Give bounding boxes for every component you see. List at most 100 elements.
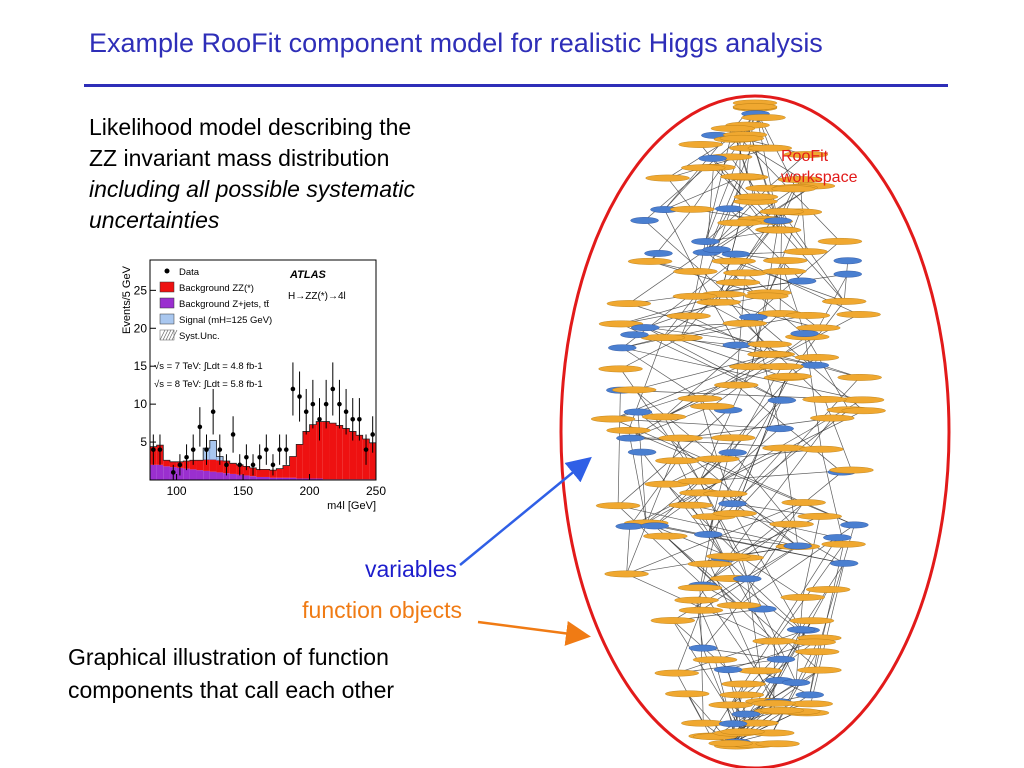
graph-edge [699, 481, 763, 610]
function-node [670, 205, 715, 213]
variable-node [713, 666, 743, 674]
function-node [836, 311, 881, 318]
function-node [732, 103, 778, 111]
function-node [747, 340, 792, 348]
graph-edge [804, 333, 822, 450]
function-node [706, 552, 751, 560]
graph-edge [734, 513, 802, 630]
function-node [666, 312, 711, 320]
variable-node [608, 344, 637, 352]
variable-node [640, 522, 669, 530]
graph-edge [784, 447, 799, 547]
graph-edge [680, 417, 833, 439]
graph-edge [654, 525, 845, 564]
function-node [674, 596, 719, 604]
function-node [763, 257, 808, 264]
function-node [715, 279, 761, 286]
graph-edge [747, 502, 804, 580]
variable-node [718, 720, 748, 728]
function-node [677, 477, 722, 485]
graph-edge [688, 315, 770, 355]
variable-node [694, 531, 723, 538]
function-node [598, 320, 644, 328]
function-node [799, 445, 844, 453]
function-node [771, 185, 816, 193]
function-node [692, 656, 738, 664]
variable-node [787, 277, 817, 285]
function-node [687, 560, 732, 568]
variable-node [623, 408, 653, 416]
graph-edge [702, 493, 726, 586]
graph-edge [695, 271, 738, 346]
variable-node [790, 330, 819, 337]
description-italic-2: uncertainties [89, 207, 220, 233]
function-node [719, 134, 765, 142]
graph-edge [646, 452, 733, 524]
variable-node [630, 217, 659, 224]
function-node [716, 601, 762, 609]
function-node [755, 740, 800, 748]
description-text: Likelihood model describing the ZZ invar… [89, 112, 519, 236]
graph-nodes [590, 99, 886, 750]
variable-node [783, 542, 812, 550]
function-node [802, 396, 847, 403]
function-node [733, 193, 779, 201]
workspace-ellipse [559, 94, 951, 768]
graph-edge [706, 147, 752, 253]
graph-edge [617, 505, 703, 586]
variable-node [767, 396, 797, 404]
function-node [678, 606, 724, 614]
function-node [720, 173, 765, 180]
function-node [711, 257, 756, 265]
function-node [690, 402, 735, 410]
function-node [641, 413, 687, 421]
function-node [655, 457, 700, 465]
graph-edge [664, 176, 743, 210]
function-node [762, 444, 807, 452]
variable-node [733, 575, 762, 583]
function-objects-label: function objects [302, 597, 462, 623]
graph-edge [666, 458, 718, 485]
function-node [759, 208, 804, 216]
graph-edge [676, 658, 782, 674]
function-node [645, 174, 690, 182]
function-node [837, 374, 882, 381]
function-node [606, 427, 651, 434]
functions-arrow [477, 620, 591, 646]
description-line-2: ZZ invariant mass distribution [89, 145, 390, 171]
function-node [677, 395, 723, 402]
function-node [741, 114, 786, 121]
function-node [643, 532, 688, 540]
function-node [658, 434, 703, 442]
variable-node [722, 341, 751, 349]
variable-node [721, 250, 751, 258]
variable-node [702, 246, 731, 253]
function-node [797, 666, 842, 674]
graph-edge [620, 295, 767, 325]
graph-edge [724, 558, 802, 630]
function-node [777, 176, 823, 183]
variable-node [765, 425, 794, 433]
graph-edge [771, 651, 818, 734]
function-node [720, 728, 765, 736]
graph-edge [677, 460, 726, 559]
variables-arrow [459, 456, 592, 566]
function-node [604, 570, 649, 578]
function-node [794, 354, 840, 361]
function-node [627, 257, 673, 265]
function-node [723, 269, 768, 277]
function-node [678, 141, 723, 148]
variable-node [715, 205, 744, 213]
graph-edge [666, 483, 742, 558]
function-node [805, 586, 851, 593]
graph-edge [628, 430, 647, 524]
graph-edge [628, 430, 855, 526]
function-node [751, 699, 796, 707]
graph-edge [676, 672, 711, 737]
graph-edge [613, 418, 855, 526]
variable-node [688, 644, 718, 652]
graph-edge [628, 187, 796, 304]
variable-node [833, 257, 862, 265]
function-node [677, 584, 723, 592]
graph-edge [699, 516, 714, 588]
